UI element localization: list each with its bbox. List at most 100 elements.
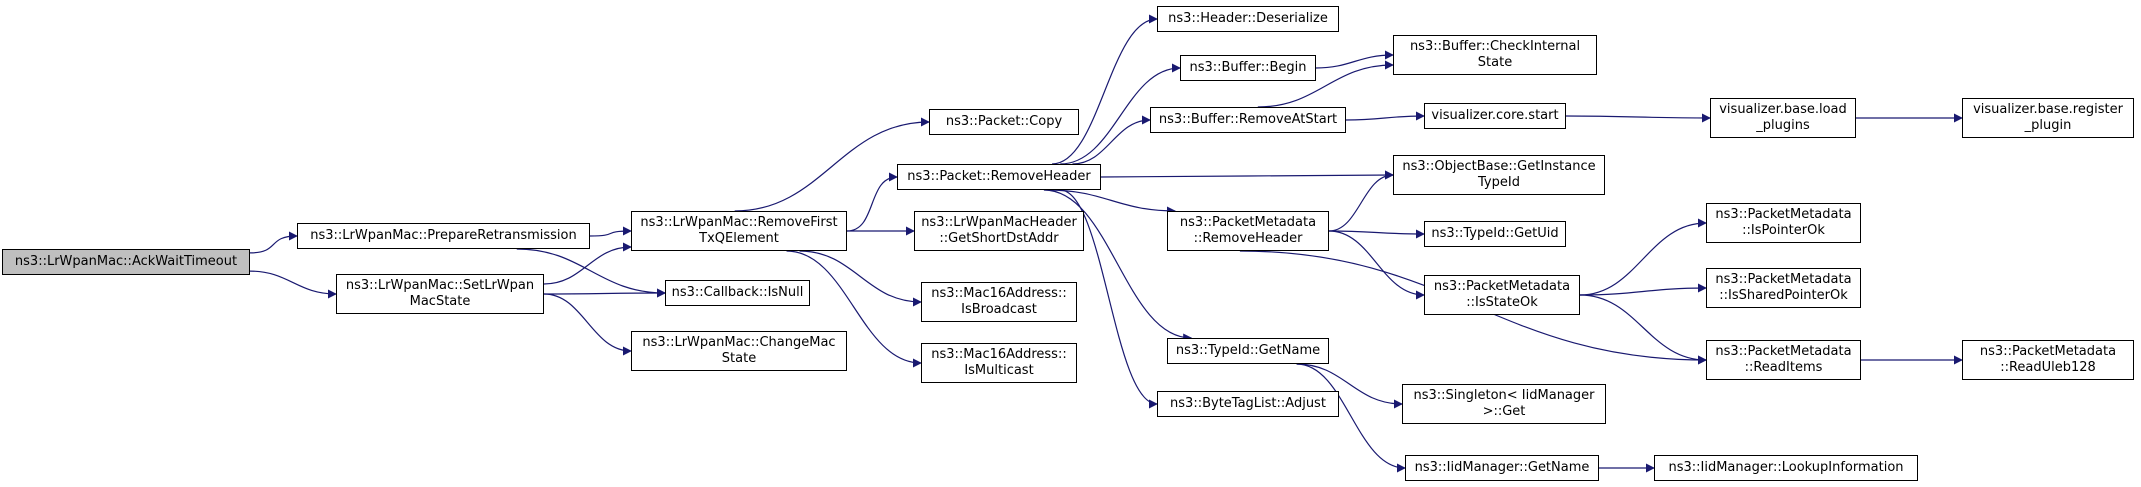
graph-node-label: ns3::IidManager::LookupInformation	[1668, 460, 1904, 475]
graph-node-label: ns3::Singleton< IidManager	[1413, 388, 1595, 403]
graph-node-label: ns3::LrWpanMacHeader	[921, 215, 1077, 230]
graph-node-ns3-buffer-begin[interactable]: ns3::Buffer::Begin	[1180, 55, 1316, 81]
graph-node-ns3-packetmetadata-readuleb128[interactable]: ns3::PacketMetadata::ReadUleb128	[1962, 340, 2134, 380]
call-edge-n2-to-n3	[543, 242, 632, 285]
graph-node-label: ns3::PacketMetadata	[1979, 344, 2117, 359]
call-edge-n3-to-n7	[846, 172, 898, 232]
graph-node-label: ns3::Packet::RemoveHeader	[907, 169, 1091, 184]
graph-node-label: TypeId	[1478, 175, 1520, 190]
graph-node-label: _plugins	[1756, 118, 1810, 133]
graph-node-label: IsMulticast	[964, 363, 1034, 378]
graph-node-label: ns3::Mac16Address::	[931, 286, 1067, 301]
graph-node-ns3-singleton-iidmanager-get[interactable]: ns3::Singleton< IidManager >::Get	[1402, 384, 1606, 424]
call-edge-n13-to-n17	[1257, 60, 1394, 108]
graph-node-ns3-lrwpanmac-ackwaittimeout: ns3::LrWpanMac::AckWaitTimeout	[2, 249, 250, 275]
graph-node-label: ns3::Header::Deserialize	[1168, 11, 1328, 26]
graph-node-label: ns3::TypeId::GetUid	[1431, 226, 1559, 241]
call-edge-n15-to-n22	[1296, 363, 1403, 409]
call-edge-n1-to-n3	[589, 226, 632, 237]
call-edge-n7-to-n19	[1100, 170, 1394, 180]
graph-node-label: ns3::LrWpanMac::RemoveFirst	[640, 215, 838, 230]
graph-node-label: ::RemoveHeader	[1193, 231, 1303, 246]
graph-node-label: ns3::IidManager::GetName	[1414, 460, 1590, 475]
graph-node-ns3-mac16address-ismulticast[interactable]: ns3::Mac16Address::IsMulticast	[921, 343, 1077, 383]
graph-node-label: visualizer.core.start	[1431, 108, 1559, 123]
graph-node-label: ns3::Callback::IsNull	[671, 285, 804, 300]
call-edge-n18-to-n24	[1565, 113, 1711, 123]
graph-node-label: ns3::Buffer::CheckInternal	[1409, 39, 1581, 54]
call-edge-n21-to-n26	[1579, 283, 1707, 296]
call-edge-n14-to-n20	[1328, 229, 1425, 239]
graph-node-ns3-packetmetadata-issharedpointerok[interactable]: ns3::PacketMetadata::IsSharedPointerOk	[1706, 268, 1861, 308]
graph-node-ns3-lrwpanmac-prepareretransmission[interactable]: ns3::LrWpanMac::PrepareRetransmission	[297, 223, 590, 249]
graph-node-ns3-buffer-removeatstart[interactable]: ns3::Buffer::RemoveAtStart	[1150, 107, 1346, 133]
call-edge-n1-to-n4	[516, 248, 666, 298]
graph-node-ns3-typeid-getname[interactable]: ns3::TypeId::GetName	[1167, 338, 1329, 364]
call-edge-n21-to-n25	[1579, 218, 1707, 296]
graph-node-visualizer-base-load-plugins[interactable]: visualizer.base.load_plugins	[1710, 98, 1856, 138]
graph-node-label: ns3::Buffer::Begin	[1189, 60, 1307, 75]
graph-node-ns3-packetmetadata-isstateok[interactable]: ns3::PacketMetadata::IsStateOk	[1424, 275, 1580, 315]
call-edge-n7-to-n13	[1072, 115, 1151, 165]
graph-node-ns3-lrwpanmacheader-getshortdstaddr[interactable]: ns3::LrWpanMacHeader::GetShortDstAddr	[914, 211, 1084, 251]
graph-node-label: ::IsSharedPointerOk	[1719, 288, 1848, 303]
graph-node-label: ns3::PacketMetadata	[1715, 272, 1852, 287]
graph-node-label: ns3::Packet::Copy	[945, 114, 1063, 129]
graph-node-label: _plugin	[2024, 118, 2072, 133]
graph-node-ns3-iidmanager-lookupinformation[interactable]: ns3::IidManager::LookupInformation	[1654, 455, 1918, 481]
call-edge-n21-to-n27	[1579, 294, 1707, 365]
graph-node-ns3-packetmetadata-removeheader[interactable]: ns3::PacketMetadata::RemoveHeader	[1167, 211, 1329, 251]
graph-node-visualizer-core-start[interactable]: visualizer.core.start	[1424, 103, 1566, 129]
graph-node-ns3-packetmetadata-ispointerok[interactable]: ns3::PacketMetadata::IsPointerOk	[1706, 203, 1861, 243]
call-edge-n13-to-n18	[1345, 111, 1425, 121]
call-edge-n0-to-n1	[249, 231, 298, 254]
graph-node-label: ns3::LrWpanMac::AckWaitTimeout	[14, 254, 238, 269]
graph-node-label: ::ReadItems	[1744, 360, 1823, 375]
graph-node-label: ns3::LrWpanMac::ChangeMac	[642, 335, 836, 350]
graph-node-ns3-packetmetadata-readitems[interactable]: ns3::PacketMetadata::ReadItems	[1706, 340, 1861, 380]
graph-node-ns3-packet-copy[interactable]: ns3::Packet::Copy	[929, 109, 1079, 135]
graph-node-label: ns3::PacketMetadata	[1715, 207, 1852, 222]
graph-node-label: TxQElement	[699, 231, 779, 246]
graph-node-label: ns3::LrWpanMac::SetLrWpan	[345, 278, 535, 293]
call-edge-n7-to-n15	[1043, 189, 1193, 343]
call-edge-n12-to-n17	[1315, 50, 1394, 69]
call-edge-n3-to-n9	[799, 250, 922, 307]
graph-node-label: ns3::ByteTagList::Adjust	[1170, 396, 1326, 411]
graph-node-label: ::ReadUleb128	[2000, 360, 2096, 375]
graph-node-label: ::IsStateOk	[1466, 295, 1538, 310]
graph-node-label: ns3::TypeId::GetName	[1175, 343, 1321, 358]
call-edge-n2-to-n5	[543, 293, 632, 356]
graph-node-visualizer-base-register-plugin[interactable]: visualizer.base.register_plugin	[1962, 98, 2134, 138]
graph-node-label: >::Get	[1482, 404, 1526, 419]
graph-node-label: ns3::ObjectBase::GetInstance	[1402, 159, 1596, 174]
graph-node-ns3-bytetaglist-adjust[interactable]: ns3::ByteTagList::Adjust	[1157, 391, 1339, 417]
graph-node-ns3-typeid-getuid[interactable]: ns3::TypeId::GetUid	[1424, 221, 1566, 247]
graph-node-label: ns3::LrWpanMac::PrepareRetransmission	[310, 228, 577, 243]
graph-node-ns3-iidmanager-getname[interactable]: ns3::IidManager::GetName	[1405, 455, 1599, 481]
call-edge-n2-to-n4	[543, 288, 666, 298]
graph-node-label: IsBroadcast	[961, 302, 1037, 317]
graph-node-label: ::GetShortDstAddr	[939, 231, 1059, 246]
graph-node-label: MacState	[409, 294, 471, 309]
graph-node-label: visualizer.base.register	[1973, 102, 2123, 117]
graph-node-label: State	[721, 351, 757, 366]
call-edge-n0-to-n2	[249, 270, 337, 299]
call-edge-n7-to-n16	[1060, 189, 1158, 409]
graph-node-label: ns3::PacketMetadata	[1715, 344, 1852, 359]
graph-node-ns3-callback-isnull[interactable]: ns3::Callback::IsNull	[665, 280, 810, 306]
graph-node-ns3-mac16address-isbroadcast[interactable]: ns3::Mac16Address::IsBroadcast	[921, 282, 1077, 322]
graph-node-label: State	[1477, 55, 1513, 70]
graph-node-label: ns3::PacketMetadata	[1433, 279, 1571, 294]
graph-node-ns3-packet-removeheader[interactable]: ns3::Packet::RemoveHeader	[897, 164, 1101, 190]
graph-node-label: visualizer.base.load	[1719, 102, 1847, 117]
graph-node-ns3-header-deserialize[interactable]: ns3::Header::Deserialize	[1157, 6, 1339, 32]
call-edge-n14-to-n19	[1328, 170, 1394, 232]
